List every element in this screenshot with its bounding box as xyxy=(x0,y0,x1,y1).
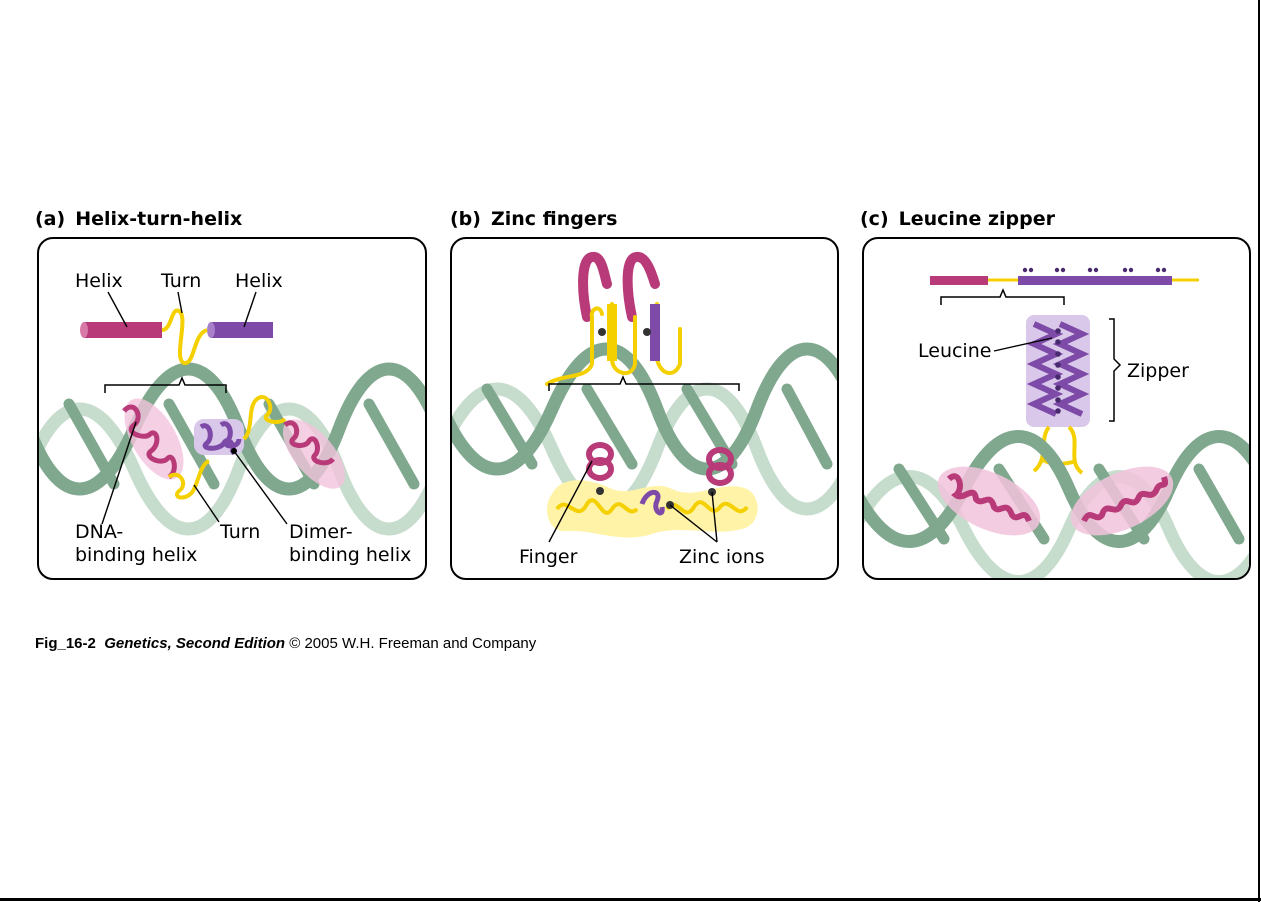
label-finger: Finger xyxy=(519,546,578,568)
zipper-bracket xyxy=(1109,318,1122,422)
bracket-a xyxy=(104,376,227,393)
caption-credit: © 2005 W.H. Freeman and Company xyxy=(289,635,537,652)
beta-strand-1 xyxy=(607,304,617,361)
frame-bottom-border xyxy=(0,898,1261,901)
label-zinc-ions: Zinc ions xyxy=(679,546,765,568)
panel-c-letter: (c) xyxy=(860,208,889,230)
helix-cylinder-right xyxy=(207,322,273,338)
helix-cylinder-left xyxy=(80,322,162,338)
dna-double-helix xyxy=(864,430,1249,578)
leader-lines-b xyxy=(548,460,718,543)
finger-helix-coils xyxy=(586,442,734,486)
zinc-fingers-illustration xyxy=(452,252,837,543)
protein-backbone xyxy=(555,498,749,515)
label-dna-binding-line1: DNA- xyxy=(75,521,124,543)
label-leucine: Leucine xyxy=(918,340,992,362)
beta-strand-2 xyxy=(650,304,660,361)
leader-lines-a xyxy=(101,291,288,525)
label-helix-right: Helix xyxy=(235,270,283,292)
zinc-ion-1 xyxy=(596,487,604,495)
dimer-binding-helix-coil xyxy=(199,421,242,456)
leucine-dots xyxy=(1055,328,1061,414)
bracket-c xyxy=(940,288,1065,305)
linker-loop xyxy=(242,395,287,441)
caption-figure-code: Fig_16-2 xyxy=(35,635,96,652)
turn-loop-top xyxy=(161,308,208,365)
label-turn-bottom: Turn xyxy=(220,521,261,543)
panel-a-title: (a) Helix-turn-helix xyxy=(35,208,242,230)
panel-c-box: Leucine Zipper xyxy=(862,237,1251,580)
panel-b-title-text: Zinc fingers xyxy=(490,208,618,230)
label-dna-binding-line2: binding helix xyxy=(75,544,198,566)
bracket-b xyxy=(548,375,740,391)
panel-c-title: (c) Leucine zipper xyxy=(860,208,1055,230)
zinc-ion-top-2 xyxy=(643,328,651,336)
caption-book-title: Genetics, Second Edition xyxy=(104,635,286,652)
leucine-zipper-illustration xyxy=(864,267,1249,578)
basic-region-coils xyxy=(946,473,1168,523)
central-purple-loop xyxy=(639,489,665,516)
panel-b-box: Finger Zinc ions xyxy=(450,237,839,580)
label-dimer-binding-line2: binding helix xyxy=(289,544,412,566)
label-dimer-binding-line1: Dimer- xyxy=(289,521,353,543)
label-helix-left: Helix xyxy=(75,270,123,292)
label-turn-top: Turn xyxy=(161,270,202,292)
right-helix-coil xyxy=(283,420,335,466)
zinc-ion-top-1 xyxy=(598,328,606,336)
dna-double-helix xyxy=(452,342,837,516)
protein-glow xyxy=(547,480,758,538)
panel-b-title: (b) Zinc fingers xyxy=(450,208,617,230)
figure-caption: Fig_16-2 Genetics, Second Edition © 2005… xyxy=(35,635,536,652)
frame-right-border xyxy=(1258,0,1260,902)
leucine-leader-line xyxy=(993,337,1053,352)
linear-schematic xyxy=(930,267,1199,285)
label-zipper: Zipper xyxy=(1127,360,1189,382)
helix-turn-helix-illustration xyxy=(39,291,425,536)
panel-c-title-text: Leucine zipper xyxy=(898,208,1055,230)
panel-a-box: Helix Turn Helix DNA- binding helix Turn… xyxy=(37,237,427,580)
turn-loop-bottom xyxy=(167,459,211,500)
panel-b-letter: (b) xyxy=(450,208,481,230)
panel-a-title-text: Helix-turn-helix xyxy=(75,208,243,230)
panel-a-letter: (a) xyxy=(35,208,66,230)
